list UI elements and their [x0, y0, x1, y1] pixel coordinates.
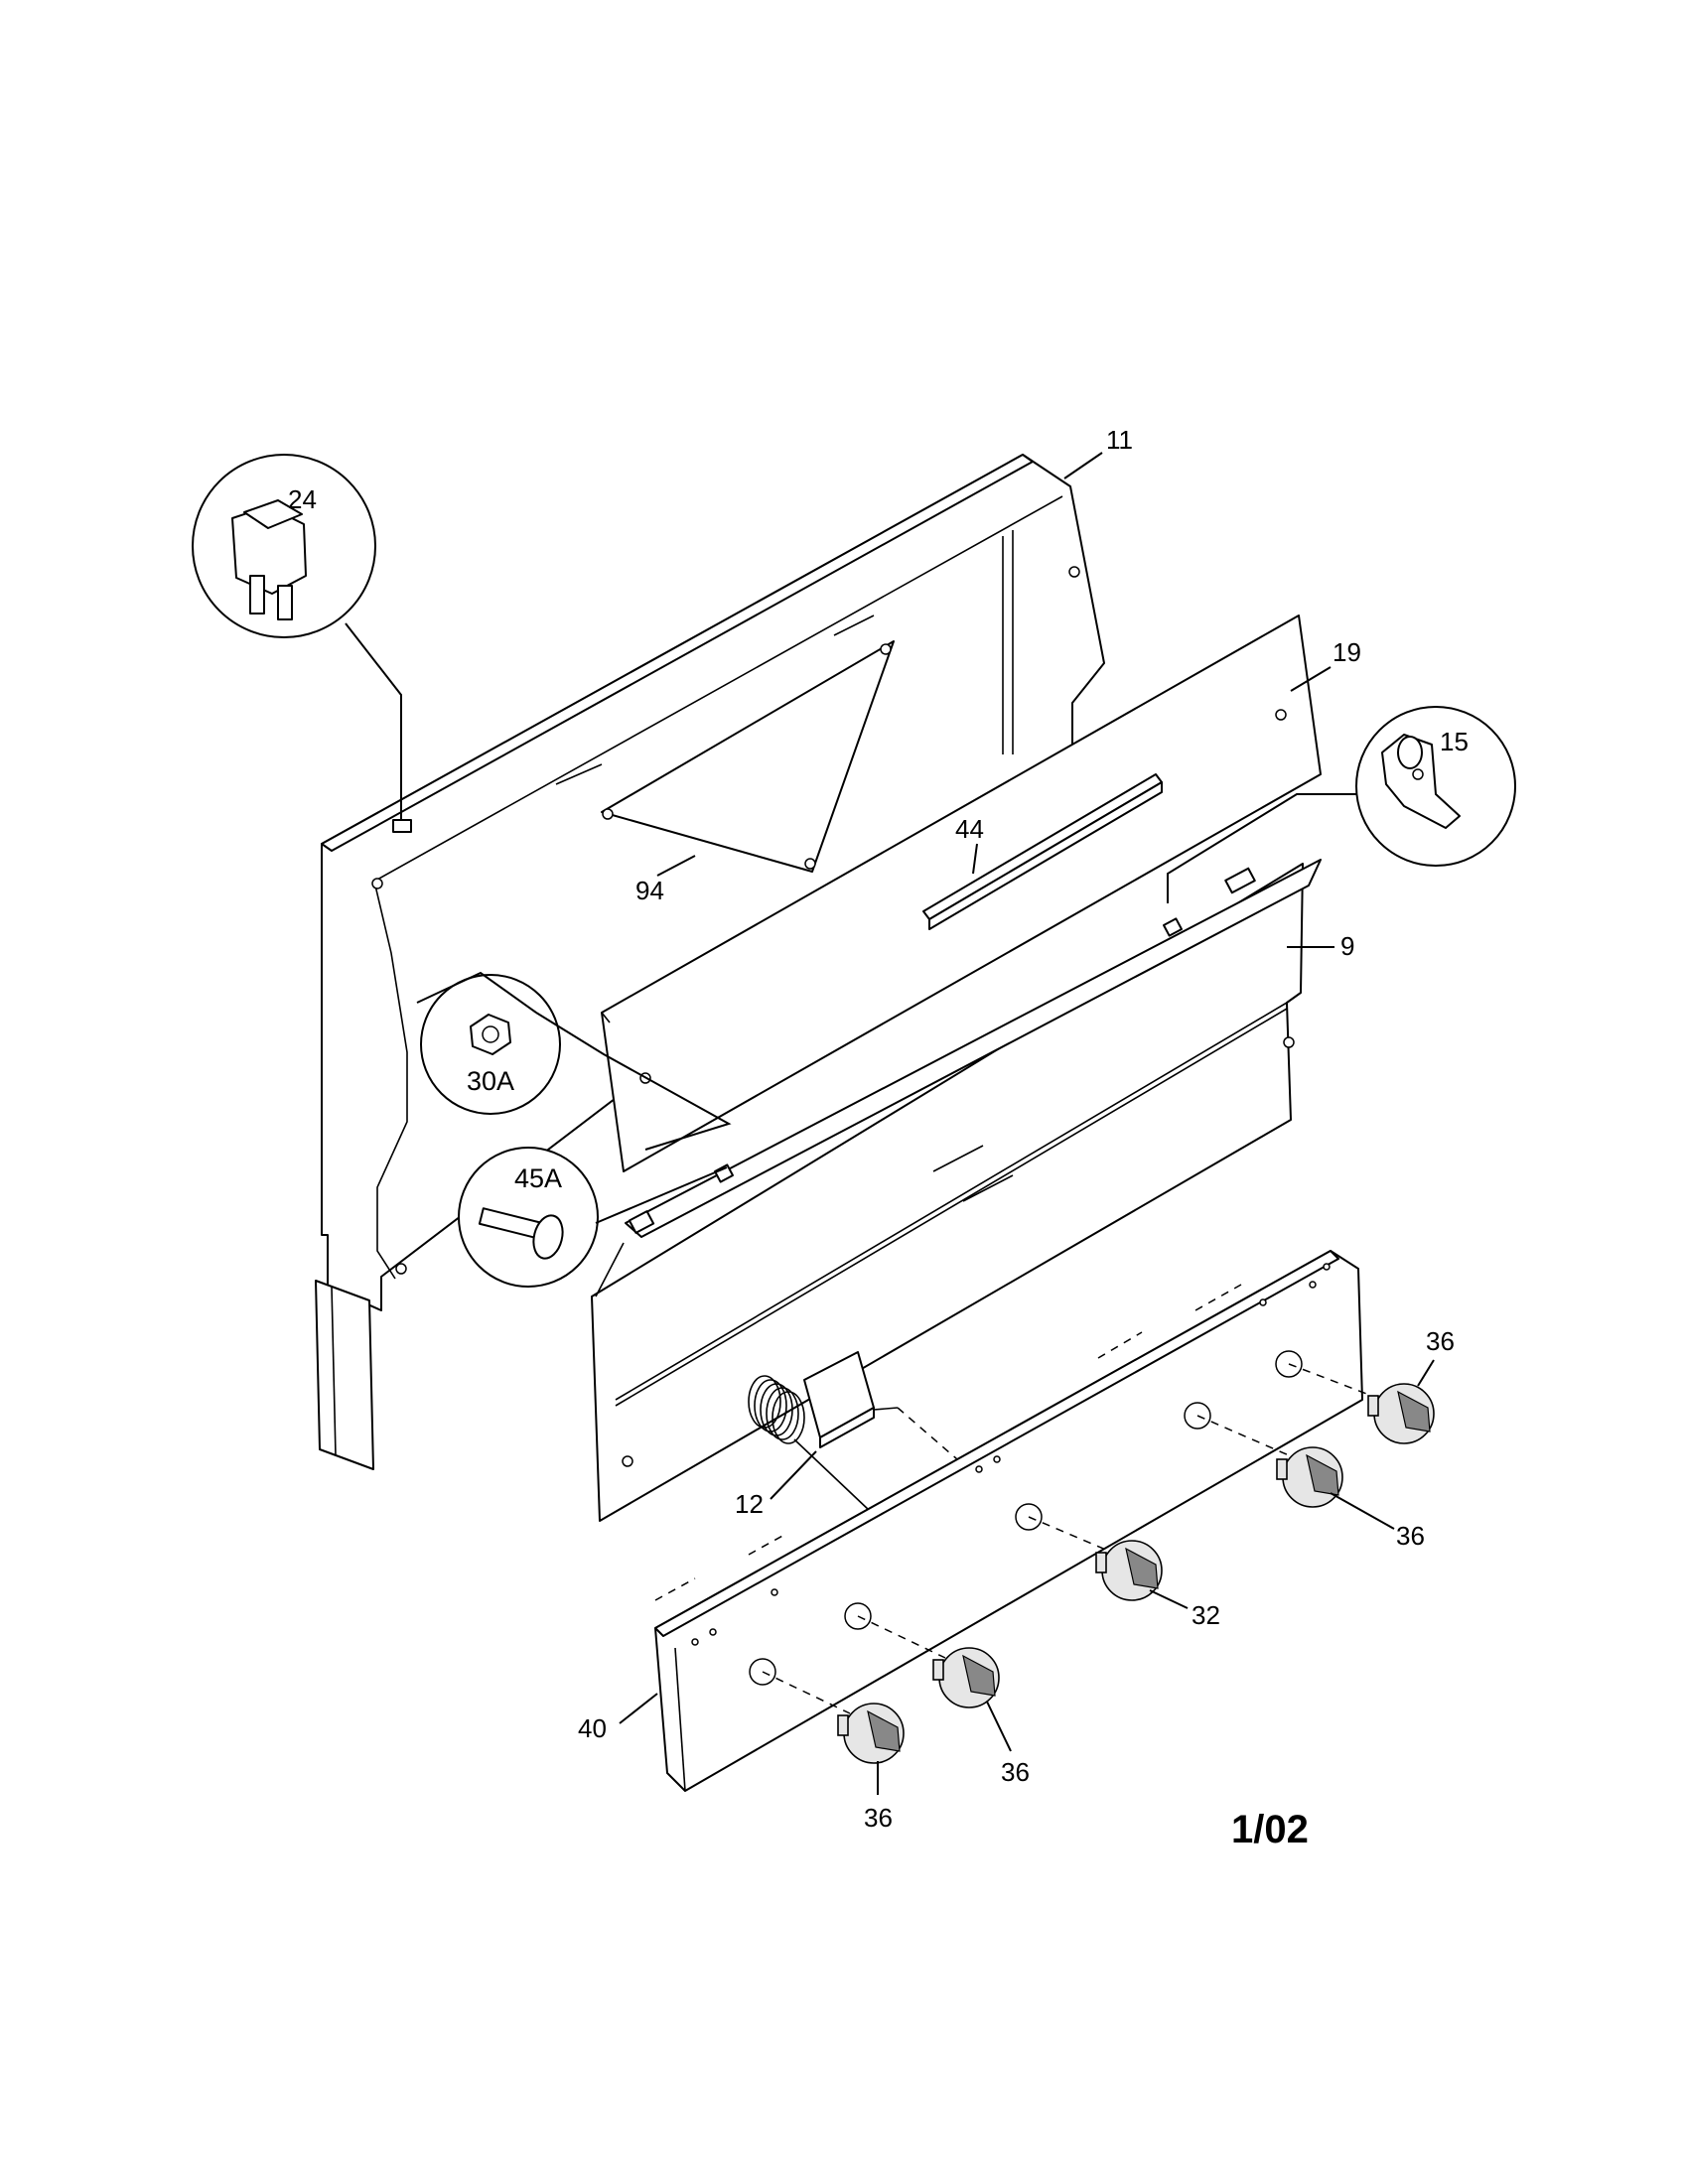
label-part-19: 19 — [1333, 637, 1361, 667]
knob-32 — [1095, 1540, 1163, 1601]
label-part-12: 12 — [735, 1489, 764, 1519]
knob-36-mid — [1276, 1446, 1343, 1508]
label-part-36-top: 36 — [1426, 1326, 1455, 1356]
label-part-36-mid: 36 — [1396, 1521, 1425, 1551]
callout-30a-nut — [416, 971, 732, 1151]
control-panel-9 — [591, 859, 1322, 1522]
date-code: 1/02 — [1231, 1808, 1309, 1851]
callout-15-clip — [1167, 706, 1516, 903]
thermostat-12 — [748, 1351, 899, 1512]
bracket-plate-94 — [601, 640, 895, 873]
assembly-lines — [654, 1284, 1383, 1714]
callout-45a-bolt — [458, 1147, 728, 1288]
leader-lines — [619, 452, 1435, 1795]
callout-24-switch — [192, 454, 402, 820]
label-part-40: 40 — [578, 1713, 607, 1743]
label-part-15: 15 — [1440, 727, 1469, 756]
label-part-94: 94 — [635, 876, 664, 905]
label-part-11: 11 — [1106, 425, 1133, 455]
trim-strip-44 — [922, 773, 1163, 930]
label-part-9: 9 — [1340, 931, 1354, 961]
label-part-44: 44 — [955, 814, 984, 844]
label-part-32: 32 — [1192, 1600, 1220, 1630]
label-part-30a: 30A — [467, 1066, 514, 1096]
knob-36-bottom — [837, 1703, 905, 1764]
label-part-24: 24 — [288, 484, 317, 514]
knob-36-lower — [932, 1647, 1000, 1708]
label-part-36-lower: 36 — [1001, 1757, 1030, 1787]
label-part-36-bottom: 36 — [864, 1803, 893, 1833]
knob-36-top — [1367, 1383, 1435, 1444]
label-part-45a: 45A — [514, 1163, 562, 1193]
